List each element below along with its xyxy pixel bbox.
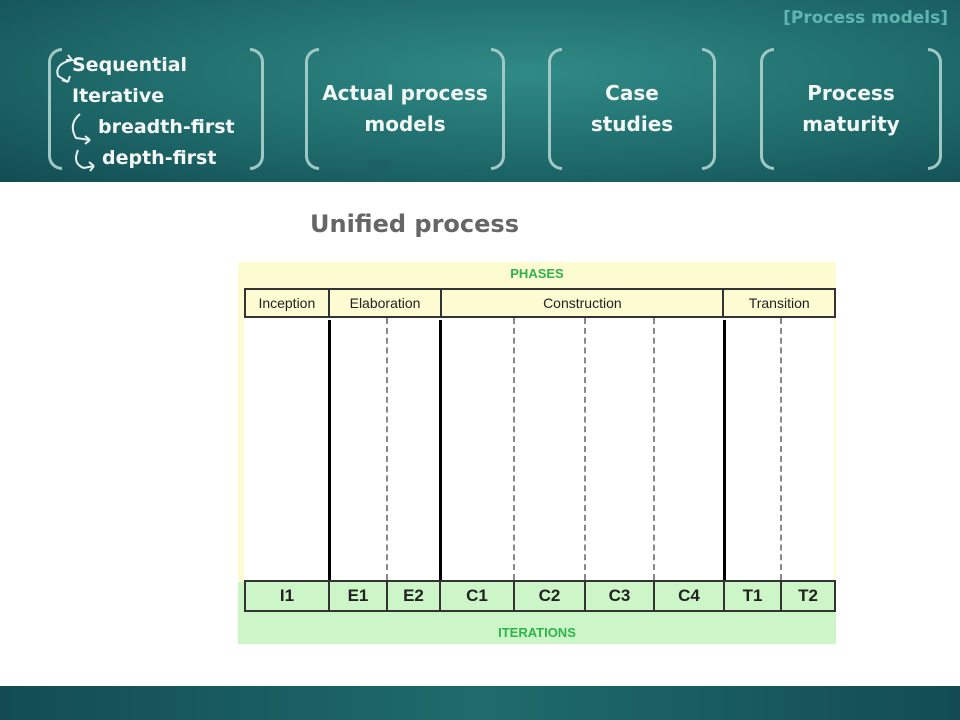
iteration-divider: [584, 318, 586, 580]
phase-divider: [723, 320, 726, 580]
iteration-i1: I1: [244, 580, 330, 612]
iteration-t2: T2: [780, 580, 836, 612]
nav-item-label: Case studies: [590, 81, 674, 136]
iteration-c3: C3: [584, 580, 655, 612]
bracket-left: [548, 48, 562, 170]
footer-band: [0, 686, 960, 720]
nav-iterative: Iterative: [72, 85, 165, 107]
phases-row: Inception Elaboration Construction Trans…: [244, 288, 836, 318]
iteration-divider: [513, 318, 515, 580]
nav-item-sequential-iterative[interactable]: [48, 48, 264, 170]
iterations-row: I1 E1 E2 C1 C2 C3 C4 T1 T2: [244, 580, 836, 612]
iteration-c4: C4: [653, 580, 725, 612]
nav-item-label: Process maturity: [802, 81, 900, 136]
header-band: [0, 0, 960, 182]
iteration-divider: [386, 318, 388, 580]
phase-elaboration: Elaboration: [327, 288, 443, 318]
nav-sequential: Sequential: [72, 54, 188, 76]
bracket-left: [760, 48, 774, 170]
phase-divider: [328, 320, 331, 580]
phase-construction: Construction: [440, 288, 725, 318]
page-title: Unified process: [310, 210, 519, 238]
iteration-e1: E1: [328, 580, 388, 612]
arrows-icon: [56, 54, 95, 172]
nav-item-case-studies[interactable]: Case studies: [548, 48, 716, 170]
iteration-c1: C1: [439, 580, 515, 612]
nav-item-1-text: Sequential Iterative breadth-first depth…: [62, 50, 235, 174]
nav-item-label: Actual process models: [322, 81, 488, 136]
iteration-divider: [653, 318, 655, 580]
iteration-c2: C2: [513, 580, 586, 612]
diagram-body: [244, 318, 834, 580]
nav-item-process-maturity[interactable]: Process maturity: [760, 48, 942, 170]
nav-depth-first: depth-first: [102, 147, 217, 169]
bracket-right: [702, 48, 716, 170]
bracket-left: [48, 48, 62, 170]
unified-process-diagram: PHASES ITERATIONS Inception Elaboration …: [238, 262, 836, 644]
iteration-e2: E2: [386, 580, 441, 612]
iteration-divider: [780, 318, 782, 580]
bracket-right: [491, 48, 505, 170]
phases-label: PHASES: [510, 266, 564, 281]
iteration-t1: T1: [723, 580, 782, 612]
phase-divider: [439, 320, 442, 580]
bracket-right: [250, 48, 264, 170]
breadcrumb: [Process models]: [783, 8, 948, 28]
phase-transition: Transition: [722, 288, 836, 318]
bracket-left: [305, 48, 319, 170]
nav-breadth-first: breadth-first: [98, 116, 235, 138]
nav-item-actual-process-models[interactable]: Actual process models: [305, 48, 505, 170]
bracket-right: [928, 48, 942, 170]
iterations-band: [238, 582, 836, 644]
phase-inception: Inception: [244, 288, 330, 318]
iterations-label: ITERATIONS: [498, 625, 576, 640]
active-tab-pointer: [365, 160, 393, 182]
